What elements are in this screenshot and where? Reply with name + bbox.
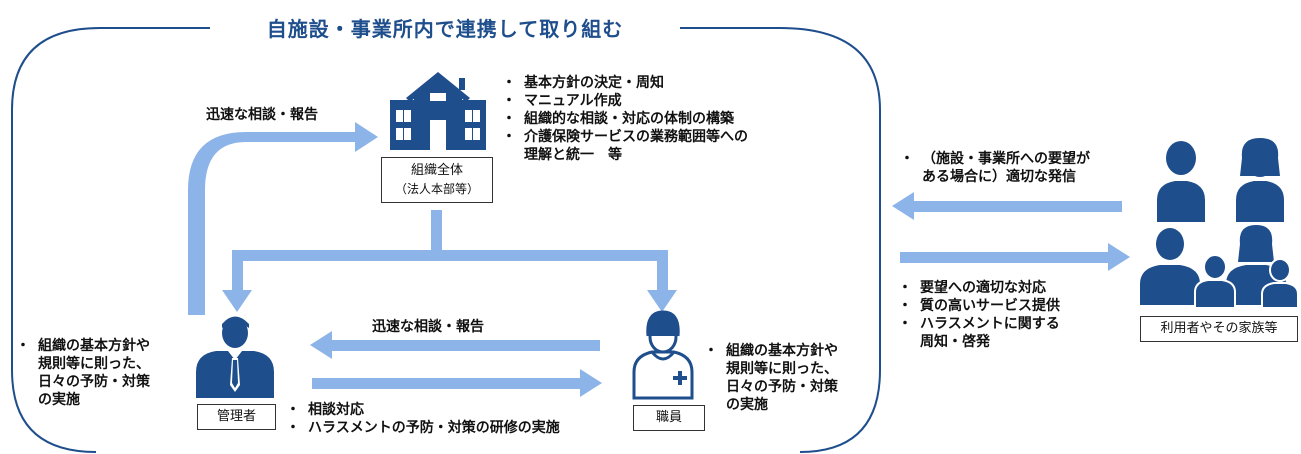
page-title: 自施設・事業所内で連携して取り組む bbox=[210, 12, 680, 46]
staff-label: 職員 bbox=[655, 410, 682, 425]
manager-action-list: 相談対応 ハラスメントの予防・対策の研修の実施 bbox=[286, 401, 560, 437]
building-icon bbox=[390, 72, 486, 150]
report-label-top: 迅速な相談・報告 bbox=[206, 107, 318, 123]
manager-label: 管理者 bbox=[216, 409, 256, 424]
manager-action: ハラスメントの予防・対策の研修の実施 bbox=[286, 419, 560, 437]
org-bullet-list: 基本方針の決定・周知 マニュアル作成 組織的な相談・対応の体制の構築 介護保険サ… bbox=[502, 74, 748, 164]
manager-bullet: 組織の基本方針や bbox=[16, 337, 150, 355]
users-incoming-bullet: 質の高いサービス提供 bbox=[898, 297, 1060, 315]
manager-bullet-continuation: の実施 bbox=[38, 392, 80, 408]
users-incoming-bullet-continuation: 周知・啓発 bbox=[920, 334, 990, 350]
medical-cross-icon bbox=[673, 371, 687, 385]
users-label-box: 利用者やその家族等 bbox=[1140, 316, 1298, 342]
staff-bullet: 組織の基本方針や bbox=[704, 342, 838, 360]
manager-bullet-continuation: 規則等に則った、 bbox=[38, 356, 150, 372]
users-label: 利用者やその家族等 bbox=[1160, 321, 1278, 336]
arrow-users-to-facility bbox=[892, 192, 1122, 220]
staff-bullet-continuation: 規則等に則った、 bbox=[726, 361, 838, 377]
org-bullet: 基本方針の決定・周知 bbox=[502, 74, 748, 92]
manager-person-icon bbox=[196, 316, 274, 398]
staff-bullet-continuation: 日々の予防・対策 bbox=[726, 379, 838, 395]
org-label: 組織全体 bbox=[410, 163, 463, 178]
manager-action: 相談対応 bbox=[286, 401, 560, 419]
users-outgoing-bullet-continuation: ある場合に）適切な発信 bbox=[922, 169, 1076, 185]
org-sublabel: （法人本部等） bbox=[394, 182, 479, 196]
report-label-middle: 迅速な相談・報告 bbox=[372, 319, 484, 335]
arrow-staff-to-manager bbox=[310, 331, 600, 359]
org-bullet-continuation: 理解と統一 等 bbox=[524, 147, 622, 163]
org-bullet: 介護保険サービスの業務範囲等への bbox=[502, 128, 748, 146]
staff-label-box: 職員 bbox=[633, 405, 705, 431]
users-outgoing-bullet: （施設・事業所への要望が bbox=[900, 150, 1090, 168]
users-incoming-bullet: ハラスメントに関する bbox=[898, 315, 1060, 333]
staff-bullet-list: 組織の基本方針や 規則等に則った、 日々の予防・対策 の実施 bbox=[704, 342, 838, 414]
users-family-icon bbox=[1140, 138, 1299, 309]
staff-bullet-continuation: の実施 bbox=[726, 397, 768, 413]
users-incoming-bullet: 要望への適切な対応 bbox=[898, 279, 1060, 297]
org-bullet: 組織的な相談・対応の体制の構築 bbox=[502, 110, 748, 128]
users-incoming-list: 要望への適切な対応 質の高いサービス提供 ハラスメントに関する 周知・啓発 bbox=[898, 279, 1060, 351]
org-label-box: 組織全体 （法人本部等） bbox=[381, 157, 493, 203]
staff-nurse-icon bbox=[632, 310, 694, 400]
users-outgoing-list: （施設・事業所への要望が ある場合に）適切な発信 bbox=[900, 150, 1090, 186]
arrow-manager-to-org bbox=[188, 122, 378, 315]
manager-bullet-continuation: 日々の予防・対策 bbox=[38, 374, 150, 390]
arrow-org-to-manager-staff bbox=[222, 210, 677, 312]
manager-label-box: 管理者 bbox=[197, 404, 276, 430]
manager-bullet-list: 組織の基本方針や 規則等に則った、 日々の予防・対策 の実施 bbox=[16, 337, 150, 409]
arrow-facility-to-users bbox=[900, 243, 1130, 271]
org-bullet: マニュアル作成 bbox=[502, 92, 748, 110]
arrow-manager-to-staff bbox=[312, 369, 602, 397]
